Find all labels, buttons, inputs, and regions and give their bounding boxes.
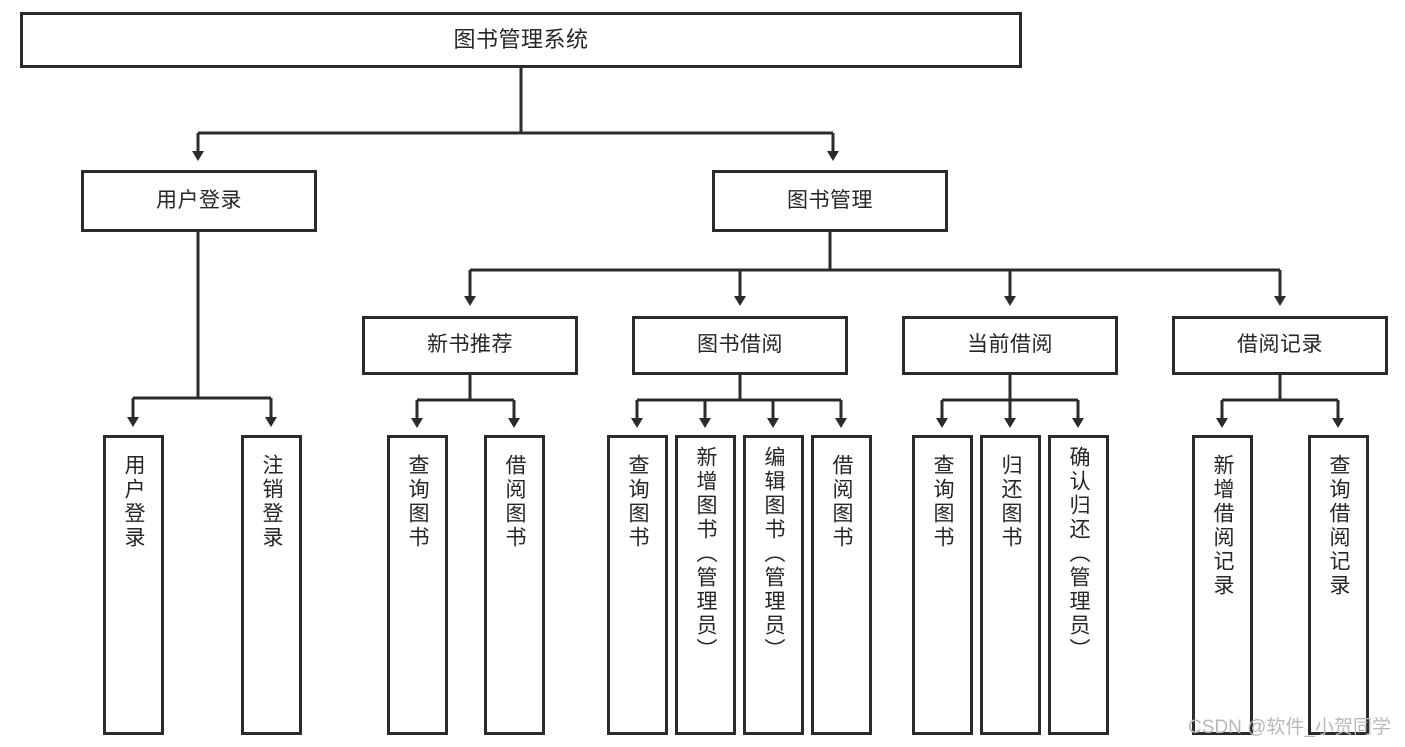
node-book-management[interactable]: 图书管理 (712, 170, 948, 232)
leaf-book-borrow-borrow-book[interactable]: 借阅图书 (811, 435, 872, 735)
leaf-book-borrow-add-book-admin[interactable]: 新增图书（管理员） (675, 435, 736, 735)
node-label: 用户登录 (156, 188, 242, 212)
node-label: 借阅图书 (830, 454, 854, 550)
leaf-current-borrow-return-book[interactable]: 归还图书 (980, 435, 1041, 735)
node-label: 注销登录 (260, 454, 284, 550)
node-root-system[interactable]: 图书管理系统 (20, 12, 1022, 68)
node-new-book-recommend[interactable]: 新书推荐 (362, 316, 578, 375)
leaf-current-borrow-confirm-return-admin[interactable]: 确认归还（管理员） (1048, 435, 1109, 735)
leaf-new-book-borrow-book[interactable]: 借阅图书 (484, 435, 545, 735)
node-label: 查询图书 (931, 454, 955, 550)
node-current-borrow[interactable]: 当前借阅 (902, 316, 1118, 375)
node-label: 图书管理系统 (453, 27, 589, 53)
leaf-user-login-logout[interactable]: 注销登录 (241, 435, 302, 735)
leaf-borrow-record-query-record[interactable]: 查询借阅记录 (1308, 435, 1369, 735)
leaf-book-borrow-query-book[interactable]: 查询图书 (607, 435, 668, 735)
leaf-user-login-login[interactable]: 用户登录 (103, 435, 164, 735)
node-label: 查询图书 (626, 454, 650, 550)
leaf-new-book-query-book[interactable]: 查询图书 (387, 435, 448, 735)
node-label: 编辑图书（管理员） (762, 446, 786, 662)
node-borrow-record[interactable]: 借阅记录 (1172, 316, 1388, 375)
node-label: 图书借阅 (697, 333, 783, 357)
node-label: 查询图书 (406, 454, 430, 550)
node-label: 新增图书（管理员） (694, 446, 718, 662)
node-label: 归还图书 (999, 454, 1023, 550)
node-label: 用户登录 (122, 454, 146, 550)
node-label: 借阅图书 (503, 454, 527, 550)
node-user-login[interactable]: 用户登录 (81, 170, 317, 232)
node-label: 确认归还（管理员） (1067, 446, 1091, 662)
csdn-watermark: CSDN @软件_小贺同学 (1188, 717, 1391, 738)
node-label: 查询借阅记录 (1327, 454, 1351, 598)
node-label: 图书管理 (787, 188, 873, 212)
leaf-book-borrow-edit-book-admin[interactable]: 编辑图书（管理员） (743, 435, 804, 735)
node-label: 新书推荐 (427, 333, 513, 357)
node-book-borrow[interactable]: 图书借阅 (632, 316, 848, 375)
leaf-borrow-record-add-record[interactable]: 新增借阅记录 (1192, 435, 1253, 735)
leaf-current-borrow-query-book[interactable]: 查询图书 (912, 435, 973, 735)
node-label: 借阅记录 (1237, 333, 1323, 357)
node-label: 新增借阅记录 (1211, 454, 1235, 598)
node-label: 当前借阅 (967, 333, 1053, 357)
